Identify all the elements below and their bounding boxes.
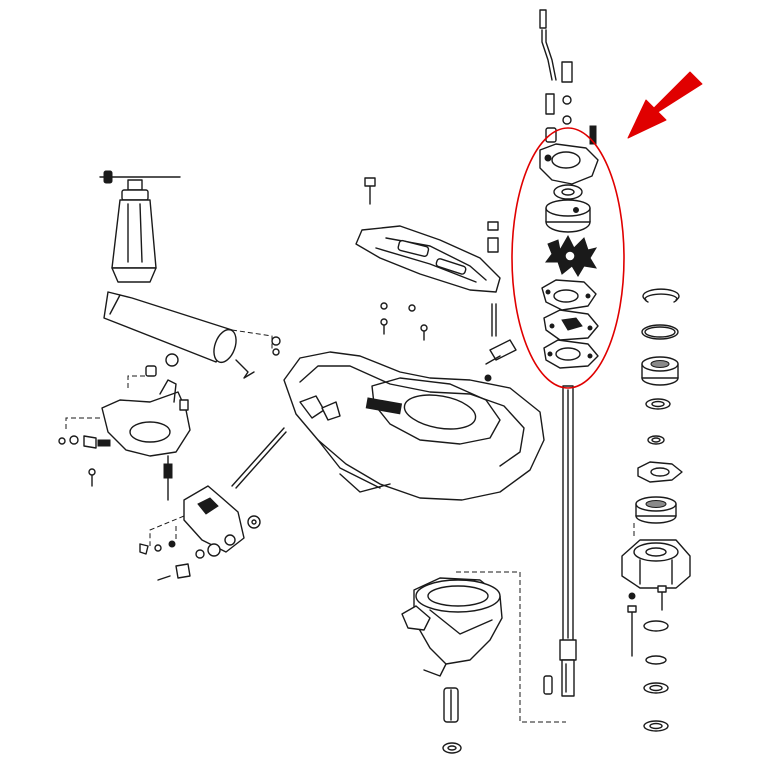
lock-washer-icon [637,461,683,483]
shift-linkage-icon [139,427,287,581]
o-ring-icon [641,324,679,340]
highlight-ellipse [511,127,625,389]
water-pump-housing-icon [539,115,599,185]
gasket-icon [541,279,599,369]
drive-shaft-icon [543,385,577,697]
impeller-icon [545,234,598,277]
seal-ring-icon [553,184,583,200]
shaft-seal-icon [641,356,679,386]
water-tube-fitting-icon [484,221,517,382]
jet-impeller-icon [401,571,566,754]
jet-pump-housing-icon [283,351,545,501]
spacer-icon [647,435,665,445]
pump-cup-icon [545,199,591,233]
grease-tube-icon [103,291,281,379]
washer-icon [645,398,671,410]
lower-seals-icon [643,620,669,732]
top-cover-plate-icon [355,177,501,341]
snap-ring-icon [642,288,680,303]
water-pipe-icon [539,9,573,115]
bearing-housing-icon [621,520,691,657]
red-arrow-icon [627,71,703,139]
bearing-icon [635,496,677,524]
grease-gun-icon [99,170,181,283]
mount-bracket-icon [58,353,191,501]
